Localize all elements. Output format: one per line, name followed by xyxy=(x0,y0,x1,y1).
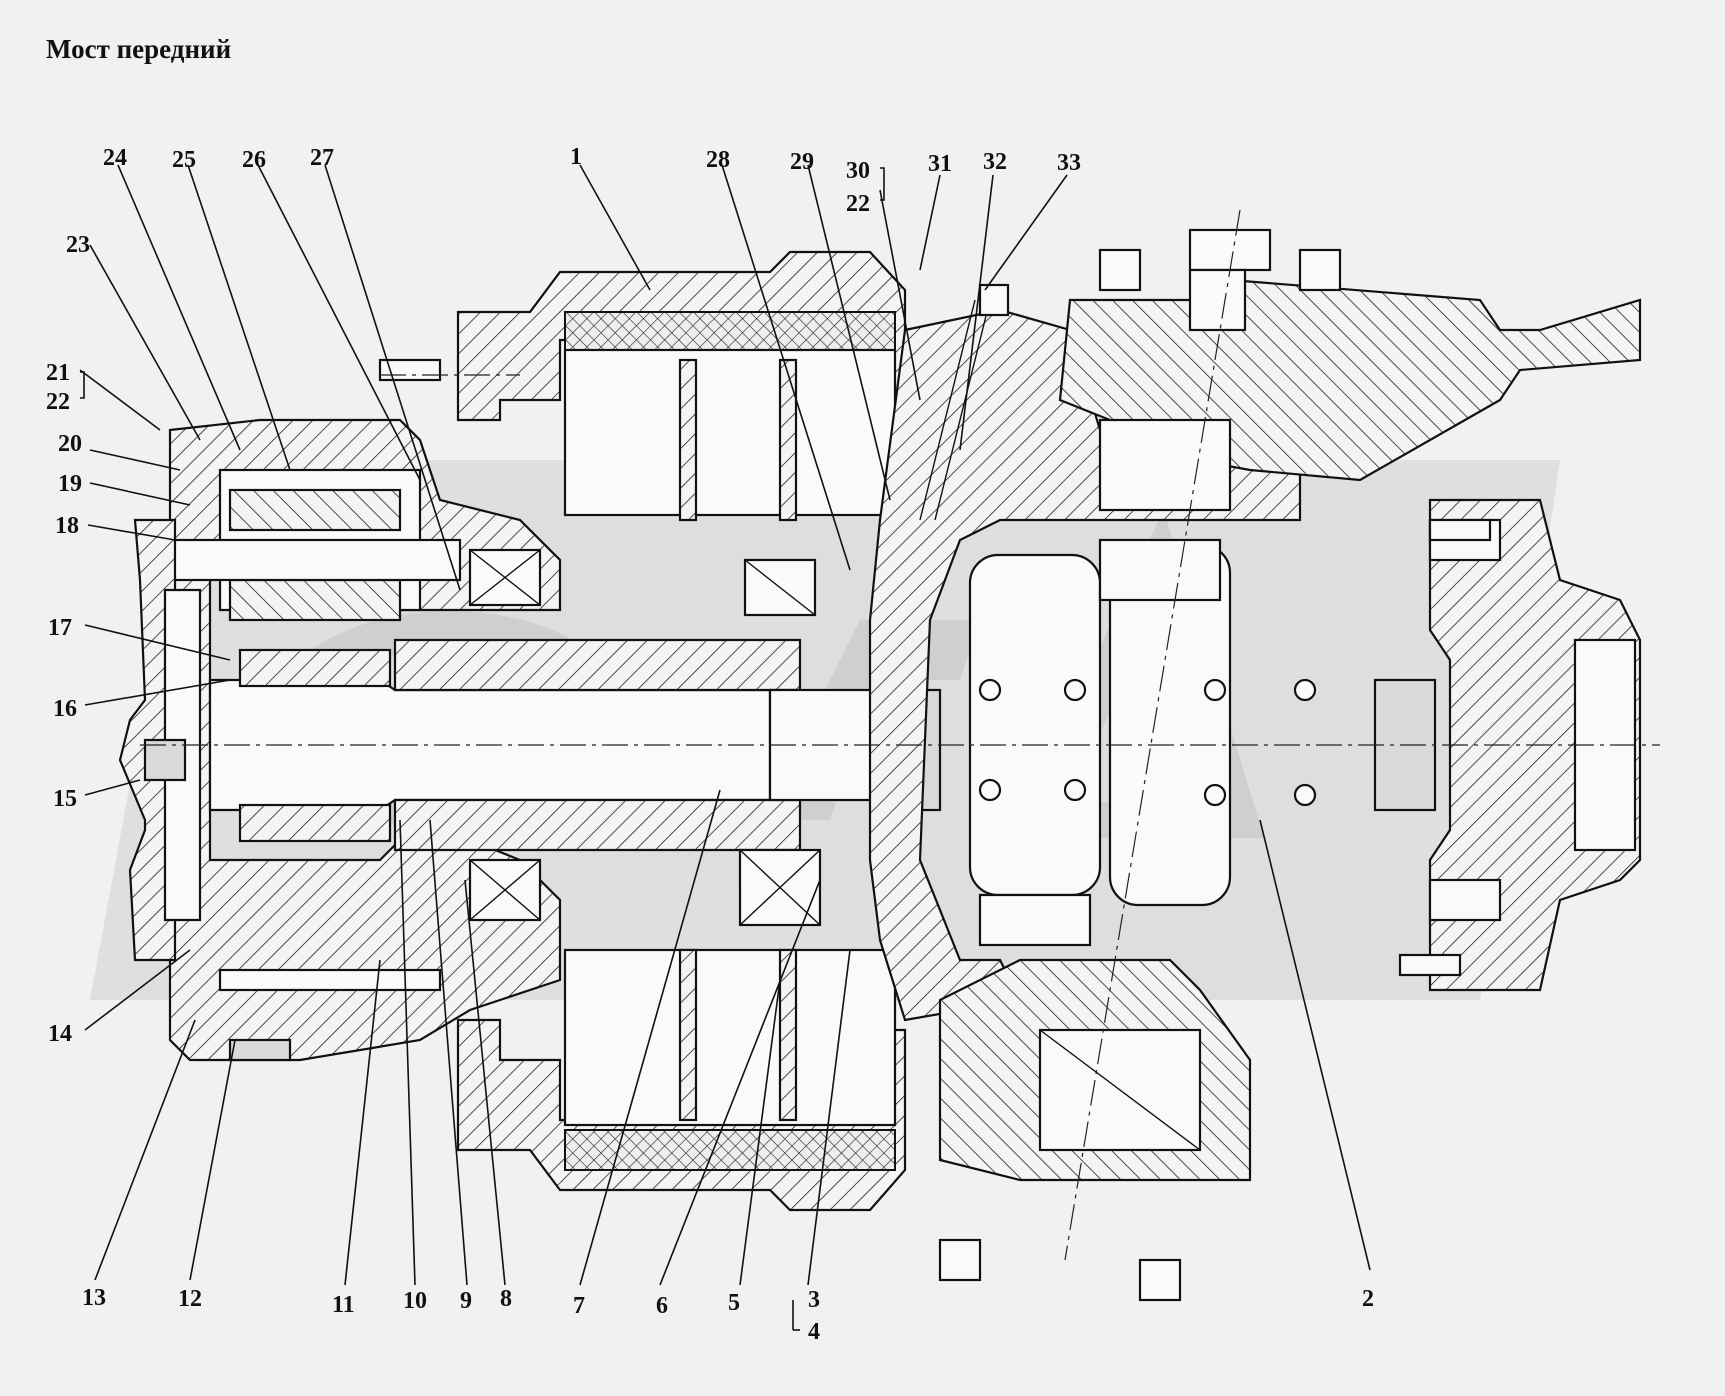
callout-25: 25 xyxy=(172,147,196,173)
callout-5: 5 xyxy=(728,1290,740,1316)
callout-24: 24 xyxy=(103,145,127,171)
callout-15: 15 xyxy=(53,786,77,812)
callout-17: 17 xyxy=(48,615,72,641)
callout-14: 14 xyxy=(48,1021,72,1047)
callout-13: 13 xyxy=(82,1285,106,1311)
callout-3: 3 xyxy=(808,1287,820,1313)
callout-2: 2 xyxy=(1362,1286,1374,1312)
callout-20: 20 xyxy=(58,431,82,457)
callout-29: 29 xyxy=(790,149,814,175)
callout-16: 16 xyxy=(53,696,77,722)
callout-27: 27 xyxy=(310,145,334,171)
callout-12: 12 xyxy=(178,1286,202,1312)
bolts xyxy=(378,228,1492,1302)
callout-1: 1 xyxy=(570,144,582,170)
diagram-title: Мост передний xyxy=(46,34,232,64)
callout-11: 11 xyxy=(332,1292,355,1318)
brake-lining-bottom xyxy=(564,1129,896,1171)
bearings xyxy=(468,548,822,927)
callout-32: 32 xyxy=(983,149,1007,175)
callout-31: 31 xyxy=(928,151,952,177)
callout-21: 21 xyxy=(46,360,70,386)
callout-26: 26 xyxy=(242,147,266,173)
callout-18: 18 xyxy=(55,513,79,539)
callout-4: 4 xyxy=(808,1319,820,1345)
callout-19: 19 xyxy=(58,471,82,497)
callout-22-a: 22 xyxy=(46,389,70,415)
brake-housing xyxy=(456,250,907,1212)
callout-10: 10 xyxy=(403,1288,427,1314)
callout-8: 8 xyxy=(500,1286,512,1312)
callout-22-b: 22 xyxy=(846,191,870,217)
callout-6: 6 xyxy=(656,1293,668,1319)
callout-33: 33 xyxy=(1057,150,1081,176)
final-drive-housing xyxy=(118,418,562,1062)
callout-23: 23 xyxy=(66,232,90,258)
callout-28: 28 xyxy=(706,147,730,173)
callout-30: 30 xyxy=(846,158,870,184)
leader-lines xyxy=(79,164,1371,1331)
callout-9: 9 xyxy=(460,1288,472,1314)
callout-7: 7 xyxy=(573,1293,585,1319)
